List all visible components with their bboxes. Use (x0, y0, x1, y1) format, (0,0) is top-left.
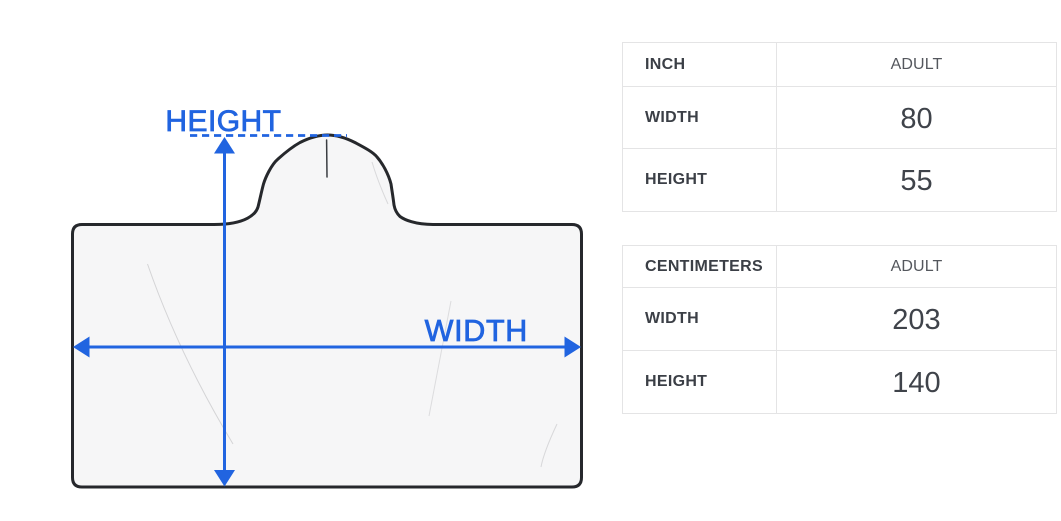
svg-text:WIDTH: WIDTH (425, 314, 528, 348)
svg-text:HEIGHT: HEIGHT (165, 105, 281, 138)
